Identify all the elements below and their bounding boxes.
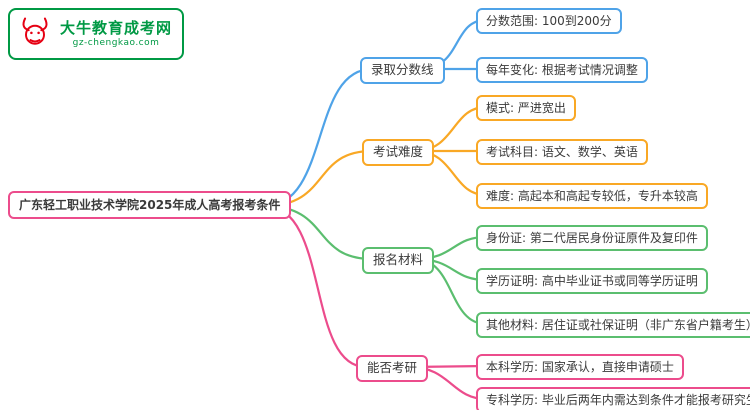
leaf-mode: 模式: 严进宽出 [476,95,576,121]
logo-bull-icon [16,14,54,54]
leaf-other-materials: 其他材料: 居住证或社保证明（非广东省户籍考生） [476,312,750,338]
leaf-bachelor-degree: 本科学历: 国家承认，直接申请硕士 [476,354,684,380]
leaf-difficulty: 难度: 高起本和高起专较低，专升本较高 [476,183,708,209]
branch-postgraduate-eligibility: 能否考研 [356,355,429,382]
branch-application-materials: 报名材料 [362,247,435,274]
leaf-id-card: 身份证: 第二代居民身份证原件及复印件 [476,225,708,251]
logo-title: 大牛教育成考网 [60,19,173,38]
logo-subtitle: gz-chengkao.com [72,38,160,49]
branch-exam-difficulty: 考试难度 [362,139,435,166]
branch-admission-score-line: 录取分数线 [360,57,445,84]
leaf-education-proof: 学历证明: 高中毕业证书或同等学历证明 [476,268,708,294]
root-node: 广东轻工职业技术学院2025年成人高考报考条件 [8,191,292,219]
leaf-score-range: 分数范围: 100到200分 [476,8,622,34]
site-logo: 大牛教育成考网 gz-chengkao.com [8,8,185,60]
leaf-exam-subjects: 考试科目: 语文、数学、英语 [476,139,648,165]
leaf-annual-change: 每年变化: 根据考试情况调整 [476,57,648,83]
leaf-college-degree: 专科学历: 毕业后两年内需达到条件才能报考研究生 [476,387,750,410]
